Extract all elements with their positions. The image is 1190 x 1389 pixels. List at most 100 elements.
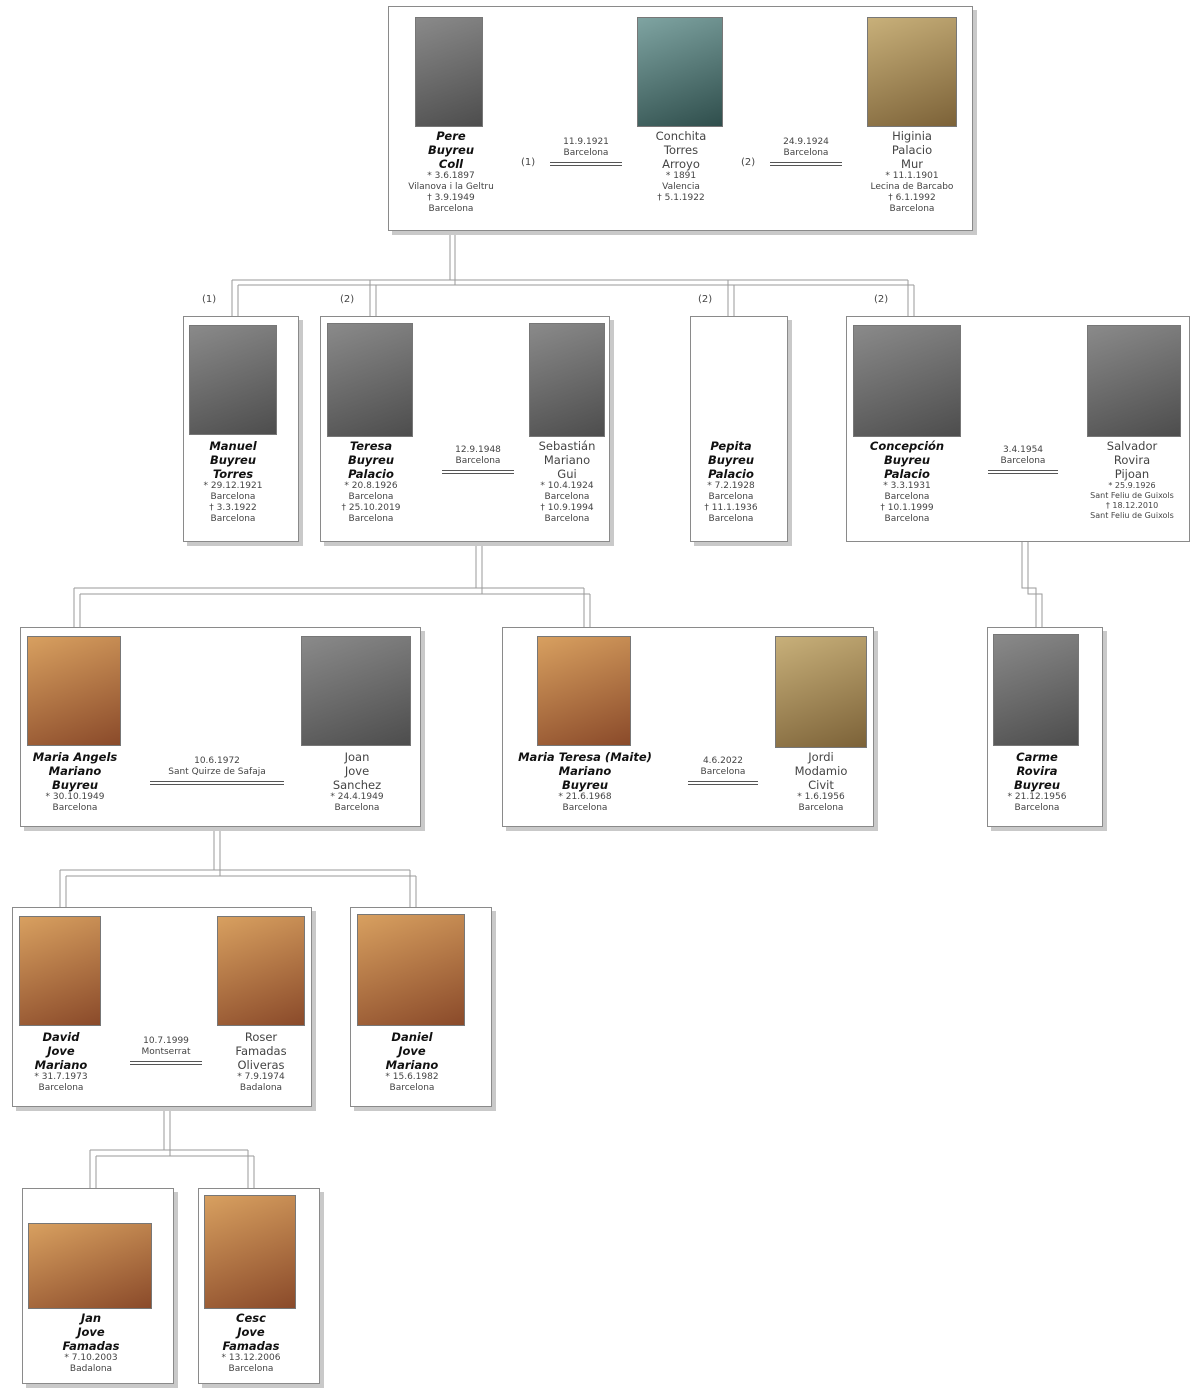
person-jordi[interactable]: Jordi Modamio Civit * 1.6.1956 Barcelona (767, 750, 875, 814)
manuel-death: † 3.3.1922 (209, 503, 257, 513)
person-carme[interactable]: Carme Rovira Buyreu * 21.12.1956 Barcelo… (988, 750, 1086, 814)
teresa-box: Teresa Buyreu Palacio * 20.8.1926 Barcel… (320, 316, 610, 542)
marriage-1: 11.9.1921 Barcelona (547, 137, 625, 166)
jan-box: Jan Jove Famadas * 7.10.2003 Badalona (22, 1188, 174, 1384)
teresa-birth-place: Barcelona (348, 492, 394, 502)
david-photo (19, 916, 101, 1026)
person-roser[interactable]: Roser Famadas Oliveras * 7.9.1974 Badalo… (209, 1030, 313, 1094)
person-salvador[interactable]: Salvador Rovira Pijoan * 25.9.1926 Sant … (1073, 439, 1190, 521)
marriage-1-date: 11.9.1921 (563, 137, 609, 147)
daniel-birth-place: Barcelona (389, 1083, 435, 1093)
pepita-death-place: Barcelona (708, 514, 754, 524)
person-pere[interactable]: Pere Buyreu Coll * 3.6.1897 Vilanova i l… (391, 129, 511, 215)
marriage-maite-date: 4.6.2022 (702, 756, 744, 766)
person-daniel[interactable]: Daniel Jove Mariano * 15.6.1982 Barcelon… (351, 1030, 473, 1094)
concepcion-birth: * 3.3.1931 (883, 481, 931, 491)
salvador-birth: * 25.9.1926 (1108, 481, 1156, 490)
person-teresa[interactable]: Teresa Buyreu Palacio * 20.8.1926 Barcel… (321, 439, 421, 525)
cesc-birth-place: Barcelona (228, 1364, 274, 1374)
person-concepcion[interactable]: Concepción Buyreu Palacio * 3.3.1931 Bar… (847, 439, 967, 525)
person-conchita[interactable]: Conchita Torres Arroyo * 1891 Valencia †… (621, 129, 741, 204)
angels-box: Maria Angels Mariano Buyreu * 30.10.1949… (20, 627, 421, 827)
person-sebastian[interactable]: Sebastián Mariano Gui * 10.4.1924 Barcel… (517, 439, 617, 525)
david-birth: * 31.7.1973 (34, 1072, 88, 1082)
joan-birth-place: Barcelona (334, 803, 380, 813)
marriage-2: 24.9.1924 Barcelona (767, 137, 845, 166)
conchita-birth: * 1891 (665, 171, 697, 181)
salvador-name-1: Salvador (1106, 439, 1158, 453)
pere-birth-place: Vilanova i la Geltru (408, 182, 494, 192)
person-higinia[interactable]: Higinia Palacio Mur * 11.1.1901 Lecina d… (852, 129, 972, 215)
daniel-photo (357, 914, 465, 1026)
concepcion-name-1: Concepción (869, 439, 945, 453)
cesc-name-3: Famadas (222, 1339, 280, 1353)
joan-name-3: Sanchez (332, 778, 382, 792)
salvador-death-place: Sant Feliu de Guixols (1090, 511, 1174, 520)
marriage-david-date: 10.7.1999 (143, 1036, 189, 1046)
maite-name-3: Buyreu (561, 778, 609, 792)
person-angels[interactable]: Maria Angels Mariano Buyreu * 30.10.1949… (21, 750, 129, 814)
jordi-name-1: Jordi (808, 750, 834, 764)
jan-birth: * 7.10.2003 (64, 1353, 118, 1363)
higinia-name-3: Mur (901, 157, 923, 171)
cesc-box: Cesc Jove Famadas * 13.12.2006 Barcelona (198, 1188, 320, 1384)
jordi-birth-place: Barcelona (798, 803, 844, 813)
maite-photo (537, 636, 631, 746)
david-name-1: David (42, 1030, 80, 1044)
person-joan[interactable]: Joan Jove Sanchez * 24.4.1949 Barcelona (305, 750, 409, 814)
person-pepita[interactable]: Pepita Buyreu Palacio * 7.2.1928 Barcelo… (691, 439, 771, 525)
pere-death-place: Barcelona (428, 204, 474, 214)
conchita-name-3: Arroyo (662, 157, 700, 171)
manuel-death-place: Barcelona (210, 514, 256, 524)
angels-photo (27, 636, 121, 746)
salvador-photo (1087, 325, 1181, 437)
pepita-box: Pepita Buyreu Palacio * 7.2.1928 Barcelo… (690, 316, 788, 542)
roser-photo (217, 916, 305, 1026)
branch-label-teresa: (2) (340, 294, 355, 305)
person-david[interactable]: David Jove Mariano * 31.7.1973 Barcelona (13, 1030, 109, 1094)
marriage-2-date: 24.9.1924 (783, 137, 829, 147)
marriage-teresa-place: Barcelona (455, 456, 501, 466)
cesc-photo (204, 1195, 296, 1309)
concepcion-box: Concepción Buyreu Palacio * 3.3.1931 Bar… (846, 316, 1190, 542)
conchita-birth-place: Valencia (662, 182, 700, 192)
person-jan[interactable]: Jan Jove Famadas * 7.10.2003 Badalona (23, 1311, 159, 1375)
person-maite[interactable]: Maria Teresa (Maite) Mariano Buyreu * 21… (503, 750, 667, 814)
joan-photo (301, 636, 411, 746)
carme-name-3: Buyreu (1013, 778, 1061, 792)
concepcion-name-3: Palacio (884, 467, 930, 481)
higinia-death: † 6.1.1992 (888, 193, 936, 203)
concepcion-name-2: Buyreu (883, 453, 931, 467)
pere-photo (415, 17, 483, 127)
marriage-teresa: 12.9.1948 Barcelona (439, 445, 517, 474)
pepita-name-1: Pepita (710, 439, 752, 453)
conchita-death: † 5.1.1922 (657, 193, 705, 203)
marriage-index-2: (2) (741, 157, 756, 168)
jan-photo (28, 1223, 152, 1309)
roser-name-1: Roser (244, 1030, 278, 1044)
angels-name-1: Maria Angels (32, 750, 118, 764)
concepcion-photo (853, 325, 961, 437)
maite-name-1: Maria Teresa (Maite) (518, 750, 652, 764)
angels-name-2: Mariano (48, 764, 102, 778)
concepcion-death: † 10.1.1999 (880, 503, 934, 513)
person-manuel[interactable]: Manuel Buyreu Torres * 29.12.1921 Barcel… (184, 439, 282, 525)
branch-label-manuel: (1) (202, 294, 217, 305)
carme-birth: * 21.12.1956 (1007, 792, 1067, 802)
branch-label-concepcion: (2) (874, 294, 889, 305)
marriage-david-place: Montserrat (141, 1047, 191, 1057)
jordi-name-2: Modamio (794, 764, 848, 778)
angels-name-3: Buyreu (51, 778, 99, 792)
joan-name-2: Jove (344, 764, 370, 778)
carme-birth-place: Barcelona (1014, 803, 1060, 813)
sebastian-name-2: Mariano (543, 453, 591, 467)
higinia-name-2: Palacio (891, 143, 933, 157)
marriage-angels: 10.6.1972 Sant Quirze de Safaja (147, 756, 287, 785)
joan-name-1: Joan (344, 750, 370, 764)
sebastian-name-1: Sebastián (538, 439, 596, 453)
roser-name-2: Famadas (235, 1044, 287, 1058)
person-cesc[interactable]: Cesc Jove Famadas * 13.12.2006 Barcelona (199, 1311, 303, 1375)
sebastian-death: † 10.9.1994 (540, 503, 594, 513)
jordi-name-3: Civit (808, 778, 834, 792)
pepita-birth-place: Barcelona (708, 492, 754, 502)
